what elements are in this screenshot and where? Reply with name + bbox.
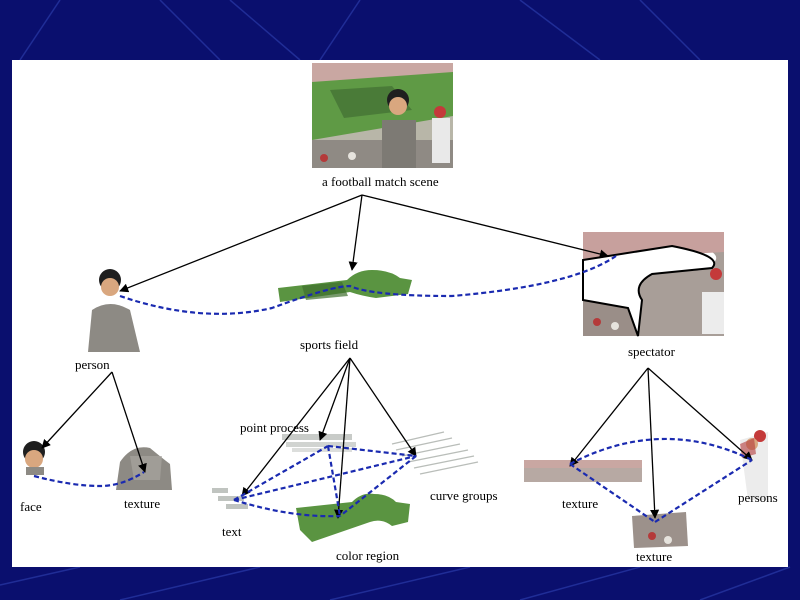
spectator-texture-bottom — [632, 512, 688, 548]
person-photo — [88, 269, 140, 352]
persons-photo — [740, 430, 768, 500]
face-photo — [23, 441, 45, 475]
node-label-point-process: point process — [240, 420, 309, 435]
node-label-person: person — [75, 357, 110, 372]
text-pattern — [212, 488, 248, 509]
relation-edges — [33, 255, 753, 523]
sports-field-region — [278, 270, 412, 302]
node-label-texture-person: texture — [124, 496, 161, 511]
node-label-root: a football match scene — [322, 174, 439, 189]
spectator-photo — [582, 232, 724, 337]
football-scene-photo — [312, 63, 453, 168]
node-label-curve-groups: curve groups — [430, 488, 498, 503]
node-label-spectator: spectator — [628, 344, 675, 359]
diagram-canvas — [23, 63, 768, 548]
node-label-color-region: color region — [336, 548, 400, 563]
point-process-pattern — [282, 434, 356, 452]
node-label-sports-field: sports field — [300, 337, 359, 352]
node-label-texture-spectator-left: texture — [562, 496, 599, 511]
node-label-face: face — [20, 499, 42, 514]
node-label-text: text — [222, 524, 242, 539]
node-label-texture-spectator-bottom: texture — [636, 549, 673, 564]
color-region-patch — [296, 493, 410, 542]
spectator-texture-strip — [524, 460, 642, 482]
tree-edges — [41, 194, 753, 519]
curve-groups-pattern — [391, 431, 479, 475]
node-label-persons: persons — [738, 490, 778, 505]
diagram-panel: a football match scene person sports fie… — [12, 60, 788, 567]
